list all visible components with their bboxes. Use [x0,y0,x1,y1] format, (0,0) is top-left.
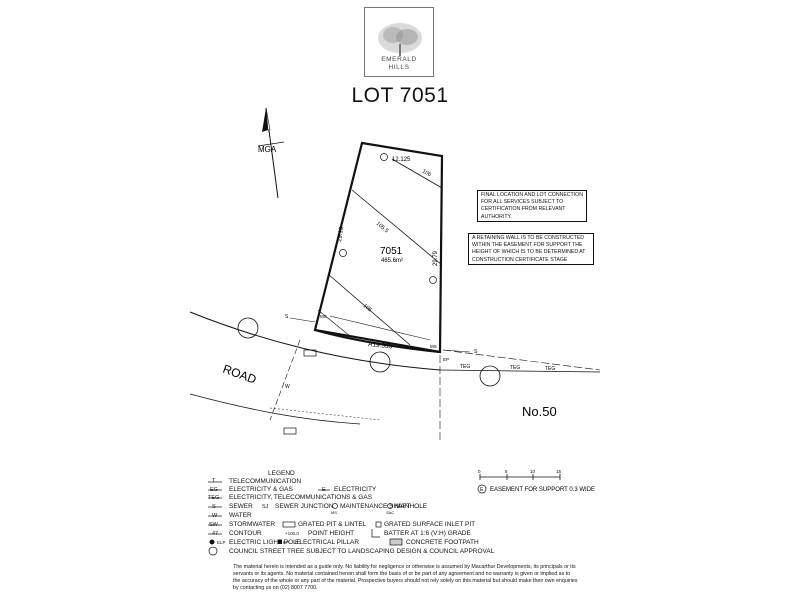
north-label: MGA [258,145,277,154]
legend-symbol: 47 [212,531,219,537]
note-services: FINAL LOCATION AND LOT CONNECTION FOR AL… [477,190,587,222]
legend-label: CONCRETE FOOTPATH [406,539,479,546]
legend-symbol: ELP [217,540,226,545]
legend-label: GRATED SURFACE INLET PIT [384,521,476,528]
easement-symbol: E [480,487,484,493]
street-tree-icon [237,317,259,339]
service-tag: S [285,314,289,320]
legend-symbol: EP [283,540,290,545]
logo-text-hills: HILLS [388,64,410,71]
contour-label: 105 [362,303,373,314]
legend-symbols [208,481,403,556]
legend-label: ELECTRICAL PILLAR [295,539,360,546]
service-tag: MS [430,344,437,349]
electrical-pillar-icon [278,540,282,544]
scale-tick-label: 10 [530,469,536,474]
scale-tick-label: 15 [556,469,562,474]
lot-number: 7051 [380,246,403,257]
legend-symbol: SW [209,522,218,528]
legend-symbol: SJ [262,504,269,510]
legend-symbol: S [212,504,216,510]
legend-label: MAINTENANCE SHAFT [340,503,411,510]
easement-marker-icon [477,484,487,494]
legend-symbol: MS [331,510,337,515]
legend-label: SEWER [229,503,253,510]
legend-label: ELECTRICITY & GAS [229,486,293,493]
scale-tick-label: 5 [505,469,508,474]
service-tag: TEG [460,364,470,370]
emerald-hills-logo: EMERALD HILLS [364,7,434,77]
scale-bar [479,474,561,480]
legend-label: SEWER JUNCTION [275,503,334,510]
street-tree-icon [479,365,501,387]
easement-marker-icon [380,153,388,161]
legend-title: LEGEND [268,470,295,477]
disclaimer: The material herein is intended as a gui… [233,564,578,591]
note-retaining-wall: A RETAINING WALL IS TO BE CONSTRUCTED WI… [468,233,594,265]
legend-label: POINT HEIGHT [308,530,355,537]
legend-label: WATER [229,512,252,519]
electric-light-pole-icon [209,539,215,545]
service-tag: W [285,384,290,390]
legend-symbol: +100.0 [285,531,299,536]
service-tag: MS [320,314,327,319]
legend-symbol: TEG [208,495,220,501]
dimension-top: 12.125 [392,157,411,163]
contour-label: 106 [421,169,432,179]
legend-label: TELECOMMUNICATION [229,478,302,485]
scale-tick-label: 0 [478,469,481,474]
house-number: No.50 [522,404,557,419]
legend-label: GRATED PIT & LINTEL [298,521,367,528]
legend-label: ELECTRIC LIGHT POLE [229,539,302,546]
lot-area: 465.6m² [381,258,403,264]
service-tag: TEG [545,366,555,372]
service-tag: EP [443,357,449,362]
dimension-right: 29.79 [433,250,439,266]
tree-logo-icon [378,23,422,56]
legend-symbol: W [212,513,218,519]
grated-pit-icon [283,427,297,435]
legend-label: COUNCIL STREET TREE SUBJECT TO LANDSCAPI… [229,548,495,555]
legend-label: ELECTRICITY [334,486,377,493]
dimension-arc: A19.335 [368,341,393,351]
street-tree-icon [369,351,391,373]
contour-label: 105.5 [375,221,389,234]
service-tag: S [474,349,478,355]
road-label: ROAD [221,362,259,387]
grated-pit-icon [303,349,317,357]
legend-symbol: SAC [386,510,395,515]
easement-legend-label: EASEMENT FOR SUPPORT 0.3 WIDE [490,487,595,493]
legend-label: MANHOLE [395,503,428,510]
service-tag: TEG [510,365,520,371]
dimension-left: 29.16 [337,226,345,242]
legend-symbol: EG [210,487,218,493]
easement-marker-icon [339,249,347,257]
easement-marker-icon [429,276,437,284]
legend-label: STORMWATER [229,521,276,528]
legend-symbol: E [322,487,326,493]
legend-label: BATTER AT 1:6 (V:H) GRADE [384,530,471,537]
north-arrow-icon [257,107,285,199]
legend-label: ELECTRICITY, TELECOMMUNICATIONS & GAS [229,494,373,501]
legend-symbol: T [212,478,216,484]
logo-text-emerald: EMERALD [381,56,417,63]
lot-title: LOT 7051 [351,84,449,107]
legend-label: CONTOUR [229,530,262,537]
